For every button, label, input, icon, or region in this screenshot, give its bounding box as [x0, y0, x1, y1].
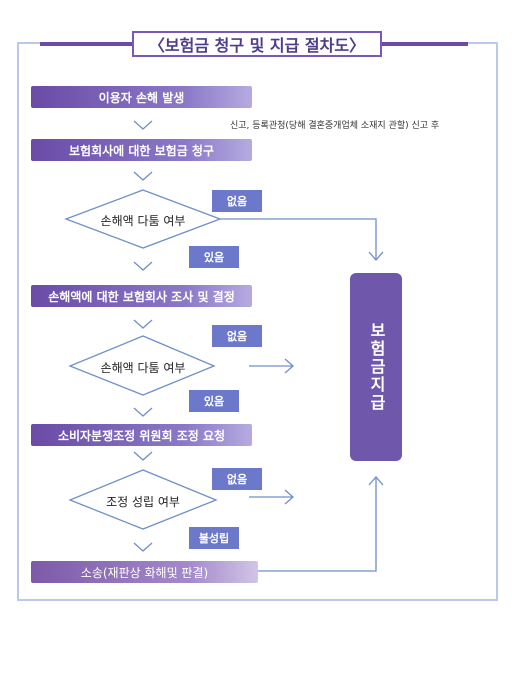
- tag-none-2: 없음: [212, 325, 262, 347]
- tag-none-1: 없음: [212, 190, 262, 212]
- diagram-title: 〈보험금 청구 및 지급 절차도〉: [132, 31, 382, 57]
- tag-failed: 불성립: [189, 527, 239, 549]
- decision-diamond-3: [68, 469, 218, 530]
- down-chevron-2: [133, 171, 153, 181]
- tag-yes-2: 있음: [189, 390, 239, 412]
- step-claim-request: 보험회사에 대한 보험금 청구: [31, 139, 252, 161]
- decision-diamond-2: [68, 335, 216, 396]
- down-chevron-5: [133, 407, 153, 417]
- arrow-line-1: [220, 218, 377, 260]
- arrow-head-4: [368, 476, 384, 486]
- step-mediation-request: 소비자분쟁조정 위원회 조정 요청: [31, 424, 252, 446]
- down-chevron-1: [133, 120, 153, 130]
- step-loss-occurred: 이용자 손해 발생: [31, 86, 252, 108]
- arrow-head-3: [284, 489, 294, 505]
- title-rule-right: [382, 42, 468, 46]
- title-rule-left: [40, 42, 132, 46]
- arrow-head-1: [368, 251, 384, 261]
- down-chevron-6: [133, 451, 153, 461]
- down-chevron-7: [133, 542, 153, 552]
- tag-yes-1: 있음: [189, 246, 239, 268]
- arrow-head-2: [284, 358, 294, 374]
- insurance-payout: 보험금지급: [350, 273, 402, 461]
- down-chevron-3: [133, 261, 153, 271]
- decision-label-3: 조정 성립 여부: [106, 495, 180, 509]
- registration-note: 신고, 등록관청(당해 결혼중개업체 소재지 관할) 신고 후: [230, 121, 440, 131]
- step-litigation: 소송(재판상 화해및 판결): [31, 561, 258, 583]
- decision-label-2: 손해액 다툼 여부: [100, 361, 186, 375]
- decision-diamond-1: [64, 189, 222, 249]
- tag-none-3: 없음: [212, 468, 262, 490]
- down-chevron-4: [133, 319, 153, 329]
- arrow-line-4: [258, 477, 377, 572]
- decision-label-1: 손해액 다툼 여부: [100, 214, 186, 228]
- step-investigation: 손해액에 대한 보험회사 조사 및 결정: [31, 285, 252, 307]
